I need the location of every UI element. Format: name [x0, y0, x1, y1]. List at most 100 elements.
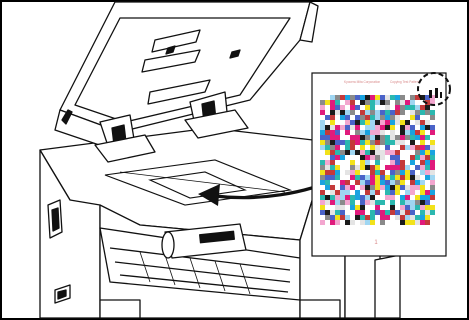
mosaic-cell [410, 160, 415, 165]
mosaic-cell [385, 195, 390, 200]
mosaic-cell [370, 215, 375, 220]
mosaic-cell [325, 200, 330, 205]
mosaic-cell [415, 145, 420, 150]
mosaic-cell [420, 115, 425, 120]
mosaic-cell [355, 150, 360, 155]
test-page-header-right: Copying Test Pattern [390, 80, 420, 84]
mosaic-cell [350, 135, 355, 140]
mosaic-cell [320, 95, 325, 100]
mosaic-cell [385, 115, 390, 120]
mosaic-cell [375, 125, 380, 130]
mosaic-cell [420, 220, 425, 225]
mosaic-cell [410, 200, 415, 205]
mosaic-cell [320, 140, 325, 145]
mosaic-cell [350, 220, 355, 225]
mosaic-cell [375, 200, 380, 205]
mosaic-cell [345, 200, 350, 205]
mosaic-cell [420, 125, 425, 130]
mosaic-cell [355, 95, 360, 100]
mosaic-cell [420, 150, 425, 155]
mosaic-cell [415, 115, 420, 120]
mosaic-cell [415, 120, 420, 125]
mosaic-cell [335, 105, 340, 110]
mosaic-cell [350, 105, 355, 110]
mosaic-cell [405, 215, 410, 220]
mosaic-cell [345, 180, 350, 185]
mosaic-cell [375, 155, 380, 160]
mosaic-cell [355, 140, 360, 145]
mosaic-cell [375, 160, 380, 165]
mosaic-cell [320, 145, 325, 150]
mosaic-cell [320, 165, 325, 170]
mosaic-cell [365, 120, 370, 125]
mosaic-cell [350, 160, 355, 165]
mosaic-cell [360, 135, 365, 140]
mosaic-cell [335, 145, 340, 150]
mosaic-cell [365, 220, 370, 225]
mosaic-cell [320, 105, 325, 110]
mosaic-cell [330, 190, 335, 195]
mosaic-cell [360, 200, 365, 205]
mosaic-cell [370, 210, 375, 215]
mosaic-cell [320, 175, 325, 180]
mosaic-cell [335, 160, 340, 165]
mosaic-cell [340, 105, 345, 110]
mosaic-cell [330, 125, 335, 130]
mosaic-cell [395, 105, 400, 110]
mosaic-cell [430, 130, 435, 135]
mosaic-cell [400, 135, 405, 140]
mosaic-cell [385, 145, 390, 150]
mosaic-cell [400, 120, 405, 125]
mosaic-cell [400, 185, 405, 190]
mosaic-cell [430, 180, 435, 185]
mosaic-cell [330, 170, 335, 175]
mosaic-cell [400, 140, 405, 145]
mosaic-cell [335, 190, 340, 195]
mosaic-cell [405, 170, 410, 175]
mosaic-cell [385, 220, 390, 225]
mosaic-cell [340, 205, 345, 210]
mosaic-cell [325, 115, 330, 120]
mosaic-cell [380, 170, 385, 175]
mosaic-cell [360, 160, 365, 165]
mosaic-cell [385, 135, 390, 140]
mosaic-cell [380, 140, 385, 145]
mosaic-cell [385, 185, 390, 190]
mosaic-cell [350, 200, 355, 205]
mosaic-cell [320, 130, 325, 135]
mosaic-cell [430, 165, 435, 170]
mosaic-cell [360, 190, 365, 195]
mosaic-cell [405, 125, 410, 130]
mosaic-cell [335, 170, 340, 175]
mosaic-cell [370, 200, 375, 205]
mosaic-cell [415, 110, 420, 115]
mosaic-cell [350, 95, 355, 100]
mosaic-cell [425, 175, 430, 180]
mosaic-cell [395, 120, 400, 125]
mosaic-cell [365, 190, 370, 195]
mosaic-cell [340, 185, 345, 190]
mosaic-cell [400, 190, 405, 195]
mosaic-cell [370, 190, 375, 195]
mosaic-cell [430, 170, 435, 175]
mosaic-cell [335, 200, 340, 205]
mosaic-cell [360, 205, 365, 210]
mosaic-cell [350, 115, 355, 120]
mosaic-cell [370, 205, 375, 210]
mosaic-cell [430, 155, 435, 160]
mosaic-cell [360, 220, 365, 225]
mosaic-cell [400, 180, 405, 185]
mosaic-cell [400, 170, 405, 175]
mosaic-cell [380, 110, 385, 115]
mosaic-cell [370, 125, 375, 130]
mosaic-cell [370, 95, 375, 100]
mosaic-cell [330, 145, 335, 150]
mosaic-cell [360, 140, 365, 145]
mosaic-cell [420, 120, 425, 125]
mosaic-cell [330, 95, 335, 100]
mosaic-cell [330, 200, 335, 205]
mosaic-cell [390, 95, 395, 100]
mosaic-cell [330, 160, 335, 165]
mosaic-cell [345, 220, 350, 225]
mosaic-cell [410, 185, 415, 190]
